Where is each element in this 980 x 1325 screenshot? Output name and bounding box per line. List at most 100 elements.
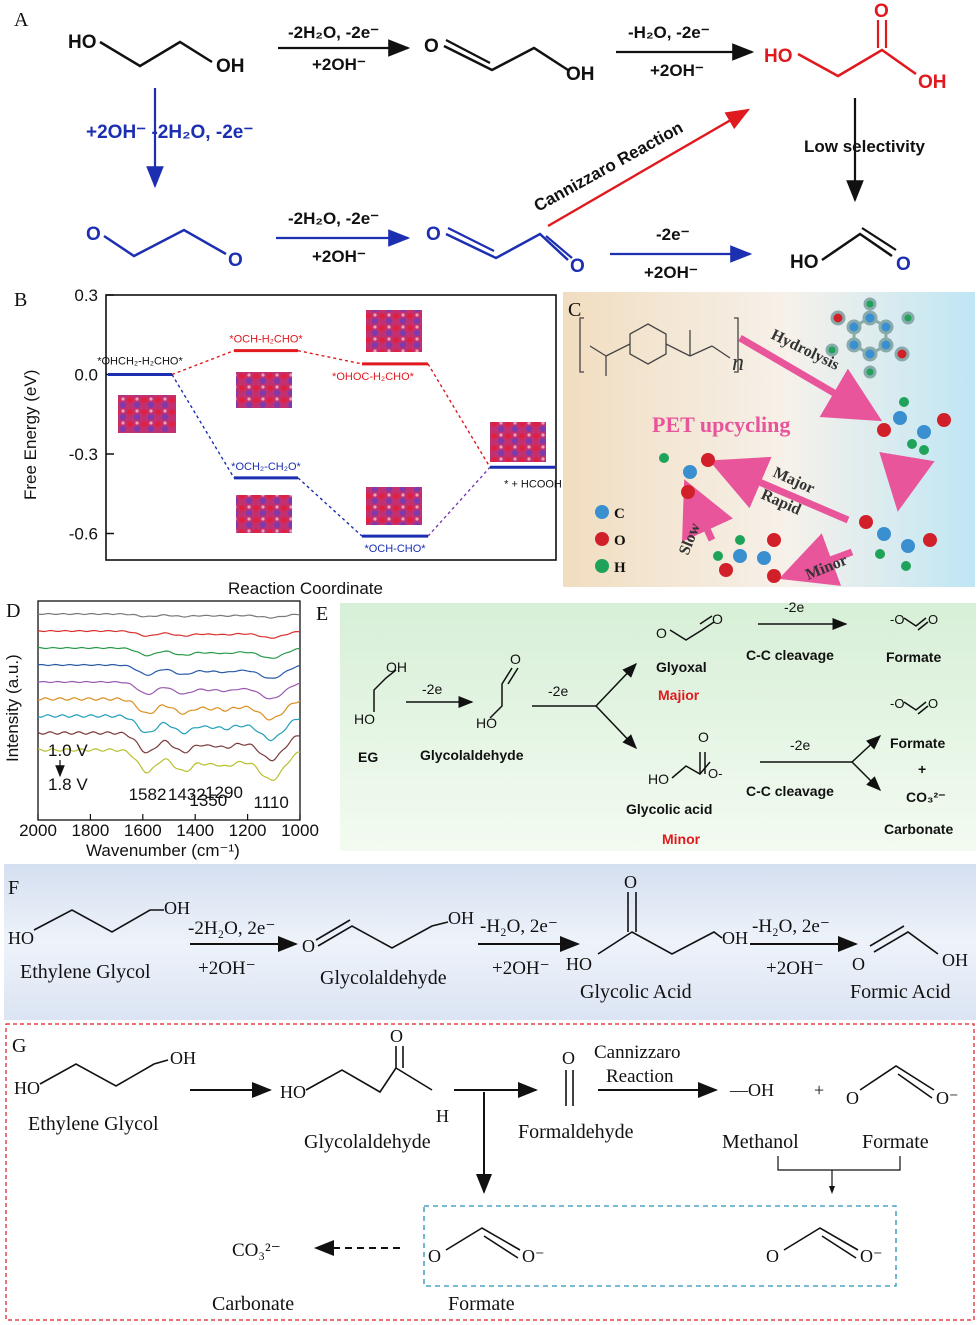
a-glyc-o: O xyxy=(424,36,439,57)
d-spectrum-line xyxy=(37,680,301,700)
c-molecule-glycolic xyxy=(713,533,781,583)
e-co3: CO₃²⁻ xyxy=(906,789,946,805)
a-cannizzaro-label: Cannizzaro Reaction xyxy=(531,118,686,216)
f-gla-o: O xyxy=(624,872,637,892)
g-eg-label: Ethylene Glycol xyxy=(28,1113,159,1135)
f-fa-o: O xyxy=(852,954,865,974)
f-s1-top: -2H₂O, 2e⁻ xyxy=(188,918,275,939)
e-cc2: C-C cleavage xyxy=(746,783,834,799)
e-ga-ho: HO xyxy=(476,715,497,731)
c-n: n xyxy=(732,350,744,376)
d-spectrum-line xyxy=(37,748,300,782)
c-major-arrow xyxy=(709,456,850,524)
e-glycolaldehyde: Glycolaldehyde xyxy=(420,747,524,763)
e-background xyxy=(340,603,976,851)
c-legend-dot xyxy=(595,505,609,519)
f-s2-bot: +2OH⁻ xyxy=(492,958,550,979)
d-spectrum-line xyxy=(37,629,301,639)
f-ga-o: O xyxy=(302,936,315,956)
e-carbonate: Carbonate xyxy=(884,821,953,837)
a-step4-top: -2e⁻ xyxy=(656,225,690,244)
e-eg-label: EG xyxy=(358,749,378,765)
d-ylabel: Intensity (a.u.) xyxy=(3,654,22,762)
a-glyox-o2: O xyxy=(570,256,585,277)
d-v-top: 1.0 V xyxy=(48,741,88,760)
g-formate-label: Formate xyxy=(862,1131,929,1153)
b-energy-levels: *OHCH₂-H₂CHO**OCH-H₂CHO**OHOC-H₂CHO**OCH… xyxy=(97,334,562,556)
d-spectrum-line xyxy=(37,731,301,762)
b-level-label: *OHOC-H₂CHO* xyxy=(332,371,415,383)
g-eg-oh: OH xyxy=(170,1048,196,1068)
e-major: Majior xyxy=(658,687,700,703)
d-peak-label: 1432 xyxy=(168,785,206,804)
c-slow-arrow xyxy=(682,479,733,542)
d-xtick-label: 1600 xyxy=(124,821,162,840)
f-s3-bot: +2OH⁻ xyxy=(766,958,824,979)
e-eg-oh: OH xyxy=(386,659,407,675)
panel-a: A HO OH -2H₂O, -2e⁻ +2OH⁻ O OH -H₂O, -2e… xyxy=(14,1,947,282)
g-methanol-oh: —OH xyxy=(729,1080,774,1100)
c-legend-label: C xyxy=(614,506,625,522)
g-plus: + xyxy=(814,1080,824,1100)
f-ga-oh: OH xyxy=(448,908,474,928)
d-spectrum-line xyxy=(37,714,301,742)
e-f2-o: -O xyxy=(890,696,904,711)
e-m2e-1: -2e xyxy=(422,681,442,697)
c-legend-dot xyxy=(595,532,609,546)
a-formate-ho: HO xyxy=(790,252,819,273)
g-formaldehyde: Formaldehyde xyxy=(518,1121,634,1143)
d-spectra xyxy=(37,612,301,782)
e-formate2: Formate xyxy=(890,735,945,751)
c-minor-arrow xyxy=(778,533,854,586)
a-step1-bot: +2OH⁻ xyxy=(312,55,366,74)
a-step2-top: -H₂O, -2e⁻ xyxy=(628,23,710,42)
e-gla-o: O xyxy=(698,729,709,745)
f-background xyxy=(4,864,976,1020)
g-carbonate: Carbonate xyxy=(212,1293,294,1315)
f-s3-top: -H₂O, 2e⁻ xyxy=(752,916,830,937)
d-xtick-label: 2000 xyxy=(19,821,57,840)
b-connector xyxy=(297,477,363,537)
c-down-arrow xyxy=(879,451,935,512)
d-spectrum-line xyxy=(37,612,300,619)
d-peak-label: 1582 xyxy=(129,785,167,804)
b-xlabel: Reaction Coordinate xyxy=(228,579,383,598)
g-fb2-om: O⁻ xyxy=(860,1246,883,1266)
a-rad-o1: O xyxy=(86,224,101,245)
b-connector xyxy=(171,349,235,376)
b-ytick-label: -0.3 xyxy=(69,445,98,464)
c-molecule-glycolaldehyde xyxy=(859,515,937,571)
c-pet-structure xyxy=(579,317,739,376)
panel-e: E OH HO EG -2e HO O Glycolaldehyde -2e O… xyxy=(316,599,976,851)
e-arrow-4b xyxy=(851,761,882,792)
d-spectrum-line xyxy=(37,646,300,659)
d-peak-label: 1290 xyxy=(205,783,243,802)
c-legend-dot xyxy=(595,559,609,573)
b-ylabel: Free Energy (eV) xyxy=(21,370,40,500)
f-eg-label: Ethylene Glycol xyxy=(20,961,151,983)
b-level-label: *OCH₂-CH₂O* xyxy=(231,461,301,473)
e-ga-o: O xyxy=(510,651,521,667)
c-molecule-eg xyxy=(877,397,951,455)
g-ga-h: H xyxy=(436,1106,449,1126)
d-plot-frame xyxy=(37,600,301,821)
e-gla-om: O- xyxy=(708,766,722,781)
e-f1-o2: O xyxy=(928,612,938,627)
g-fb2-o: O xyxy=(766,1246,779,1266)
a-ga-ho: HO xyxy=(764,46,793,67)
b-axis-ticks: 0.30.0-0.3-0.6 xyxy=(69,286,114,544)
a-eg-oh: OH xyxy=(216,56,245,77)
a-lowsel-label: Low selectivity xyxy=(804,137,925,156)
g-ga-o: O xyxy=(390,1026,403,1046)
f-eg-oh: OH xyxy=(164,898,190,918)
e-f1-o: -O xyxy=(890,612,904,627)
c-legend: COH xyxy=(595,505,626,576)
c-hydrolysis-arrow xyxy=(738,334,883,422)
f-eg-ho: HO xyxy=(8,928,34,948)
d-peak-label: 1110 xyxy=(254,793,289,812)
b-slab-1 xyxy=(118,395,176,433)
f-formic: Formic Acid xyxy=(850,981,951,1003)
g-eg-ho: HO xyxy=(14,1078,40,1098)
panel-b: B 0.30.0-0.3-0.6 Free Energy (eV) Reacti… xyxy=(14,286,562,598)
